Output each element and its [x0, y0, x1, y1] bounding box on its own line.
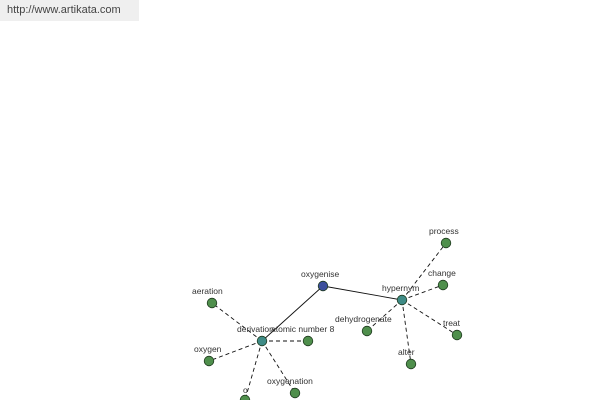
node-marker-treat[interactable]	[451, 329, 463, 341]
node-label-hypernym[interactable]: hypernym	[382, 283, 419, 293]
node-marker-oxygen[interactable]	[203, 355, 215, 367]
node-marker-atomic-number-8[interactable]	[302, 335, 314, 347]
node-o[interactable]: o	[239, 385, 251, 400]
edge-hypernym-treat	[401, 299, 458, 336]
edge-derivation-oxygenation	[261, 340, 296, 394]
node-atomic-number-8[interactable]: atomic number 8	[271, 324, 335, 347]
node-marker-process[interactable]	[440, 237, 452, 249]
node-derivation[interactable]: derivation	[237, 324, 274, 347]
node-marker-oxygenise[interactable]	[317, 280, 329, 292]
node-marker-o[interactable]	[239, 394, 251, 400]
node-label-process[interactable]: process	[429, 226, 459, 236]
node-marker-aeration[interactable]	[206, 297, 218, 309]
graph-nodes: oxygenise derivation hypernym aeration oxyge…	[192, 226, 463, 400]
node-aeration[interactable]: aeration	[192, 286, 223, 309]
edge-hypernym-process	[401, 242, 447, 301]
graph-edges	[208, 242, 458, 400]
site-url-link[interactable]: http://www.artikata.com	[0, 0, 139, 21]
node-label-atomic-number-8[interactable]: atomic number 8	[271, 324, 335, 334]
edge-hypernym-alter	[401, 299, 412, 365]
edge-derivation-aeration	[211, 302, 263, 342]
node-label-oxygen[interactable]: oxygen	[194, 344, 222, 354]
node-treat[interactable]: treat	[443, 318, 463, 341]
node-label-change[interactable]: change	[428, 268, 456, 278]
node-label-dehydrogenate[interactable]: dehydrogenate	[335, 314, 392, 324]
node-oxygen[interactable]: oxygen	[194, 344, 222, 367]
node-label-treat[interactable]: treat	[443, 318, 461, 328]
node-alter[interactable]: alter	[398, 347, 417, 370]
node-marker-oxygenation[interactable]	[289, 387, 301, 399]
node-oxygenise[interactable]: oxygenise	[301, 269, 340, 292]
edge-oxygenise-hypernym	[322, 285, 403, 301]
node-label-aeration[interactable]: aeration	[192, 286, 223, 296]
node-marker-derivation[interactable]	[256, 335, 268, 347]
node-label-oxygenise[interactable]: oxygenise	[301, 269, 340, 279]
node-change[interactable]: change	[428, 268, 456, 291]
edge-oxygenise-derivation	[261, 285, 324, 342]
edge-hypernym-dehydrogenate	[366, 299, 403, 332]
node-marker-change[interactable]	[437, 279, 449, 291]
node-oxygenation[interactable]: oxygenation	[267, 376, 313, 399]
node-label-oxygenation[interactable]: oxygenation	[267, 376, 313, 386]
node-process[interactable]: process	[429, 226, 459, 249]
node-marker-hypernym[interactable]	[396, 294, 408, 306]
node-label-alter[interactable]: alter	[398, 347, 415, 357]
node-hypernym[interactable]: hypernym	[382, 283, 419, 306]
node-marker-alter[interactable]	[405, 358, 417, 370]
edge-hypernym-change	[401, 284, 444, 301]
node-label-derivation[interactable]: derivation	[237, 324, 274, 334]
edge-derivation-o	[244, 340, 263, 400]
node-dehydrogenate[interactable]: dehydrogenate	[335, 314, 392, 337]
node-marker-dehydrogenate[interactable]	[361, 325, 373, 337]
edge-derivation-oxygen	[208, 340, 263, 362]
node-label-o[interactable]: o	[243, 385, 248, 395]
